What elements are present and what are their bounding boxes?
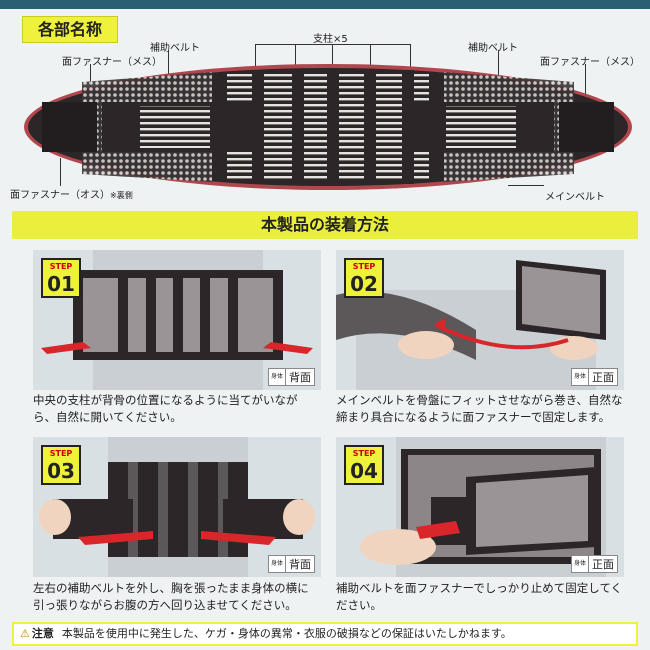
step-03-illustration: STEP 03 身体 背面: [33, 437, 321, 577]
caution-text: 本製品を使用中に発生した、ケガ・身体の異常・衣服の破損などの保証はいたしかねます…: [61, 627, 512, 640]
warning-icon: ⚠: [20, 627, 30, 640]
leader-line: [295, 44, 296, 80]
step-label: STEP: [352, 449, 376, 458]
leader-line: [255, 44, 256, 80]
step-label: STEP: [49, 449, 73, 458]
desc-line: 補助ベルトを面ファスナーでしっかり止めて固定してく: [336, 581, 623, 595]
caution-title: 注意: [31, 627, 54, 640]
view-key: 身体: [571, 556, 589, 572]
step-03-badge: STEP 03: [41, 445, 81, 485]
step-01-view-tag: 身体 背面: [267, 368, 315, 386]
howto-section-header: 本製品の装着方法: [12, 211, 638, 239]
belt-illustration: [22, 62, 634, 192]
label-face-fastener-male-text: 面ファスナー（オス）: [10, 190, 110, 201]
view-key: 身体: [571, 369, 589, 385]
step-02-badge: STEP 02: [344, 258, 384, 298]
step-02-view-tag: 身体 正面: [570, 368, 618, 386]
step-01-illustration: STEP 01 身体 背面: [33, 250, 321, 390]
label-stays: 支柱×5: [313, 34, 348, 45]
desc-line: メインベルトを骨盤にフィットさせながら巻き、自然な: [336, 393, 623, 407]
leader-line: [410, 44, 411, 80]
step-03-description: 左右の補助ベルトを外し、胸を張ったまま身体の横に 引っ張りながらお腹の方へ回り込…: [33, 580, 325, 614]
label-main-belt: メインベルト: [545, 192, 605, 203]
step-03-view-tag: 身体 背面: [267, 555, 315, 573]
label-back-side-note: ※裏側: [110, 191, 133, 200]
step-number: 03: [47, 459, 75, 483]
step-label: STEP: [49, 262, 73, 271]
step-label: STEP: [352, 262, 376, 271]
step-04-badge: STEP 04: [344, 445, 384, 485]
howto-section-title: 本製品の装着方法: [260, 215, 389, 234]
desc-line: ら、自然に開いてください。: [33, 410, 182, 424]
step-01-description: 中央の支柱が背骨の位置になるように当てがいなが ら、自然に開いてください。: [33, 392, 325, 426]
leader-line: [60, 158, 61, 186]
caution-bar: ⚠注意本製品を使用中に発生した、ケガ・身体の異常・衣服の破損などの保証はいたしか…: [12, 622, 638, 646]
label-aux-belt-left: 補助ベルト: [150, 43, 200, 54]
label-face-fastener-male: 面ファスナー（オス）※裏側: [10, 186, 133, 201]
desc-line: 引っ張りながらお腹の方へ回り込ませてください。: [33, 598, 297, 612]
label-face-fastener-female-left: 面ファスナー（メス）: [62, 57, 162, 68]
step-02-description: メインベルトを骨盤にフィットさせながら巻き、自然な 締まり具合になるように面ファ…: [336, 392, 628, 426]
desc-line: 締まり具合になるように面ファスナーで固定します。: [336, 410, 611, 424]
step-number: 01: [47, 272, 75, 296]
top-strip: [0, 0, 650, 9]
step-04-description: 補助ベルトを面ファスナーでしっかり止めて固定してく ださい。: [336, 580, 628, 614]
desc-line: 左右の補助ベルトを外し、胸を張ったまま身体の横に: [33, 581, 309, 595]
parts-section-title: 各部名称: [22, 16, 118, 43]
view-label: 正面: [592, 558, 614, 571]
view-key: 身体: [268, 556, 286, 572]
view-key: 身体: [268, 369, 286, 385]
step-04-view-tag: 身体 正面: [570, 555, 618, 573]
view-label: 正面: [592, 371, 614, 384]
leader-line: [370, 44, 371, 80]
view-label: 背面: [289, 371, 311, 384]
desc-line: 中央の支柱が背骨の位置になるように当てがいなが: [33, 393, 298, 407]
step-04-illustration: STEP 04 身体 正面: [336, 437, 624, 577]
leader-line: [508, 185, 544, 186]
step-number: 04: [350, 459, 378, 483]
leader-line: [332, 44, 333, 80]
step-02-illustration: STEP 02 身体 正面: [336, 250, 624, 390]
step-number: 02: [350, 272, 378, 296]
label-face-fastener-female-right: 面ファスナー（メス）: [540, 57, 640, 68]
view-label: 背面: [289, 558, 311, 571]
desc-line: ださい。: [336, 598, 382, 612]
step-01-badge: STEP 01: [41, 258, 81, 298]
label-aux-belt-right: 補助ベルト: [468, 43, 518, 54]
